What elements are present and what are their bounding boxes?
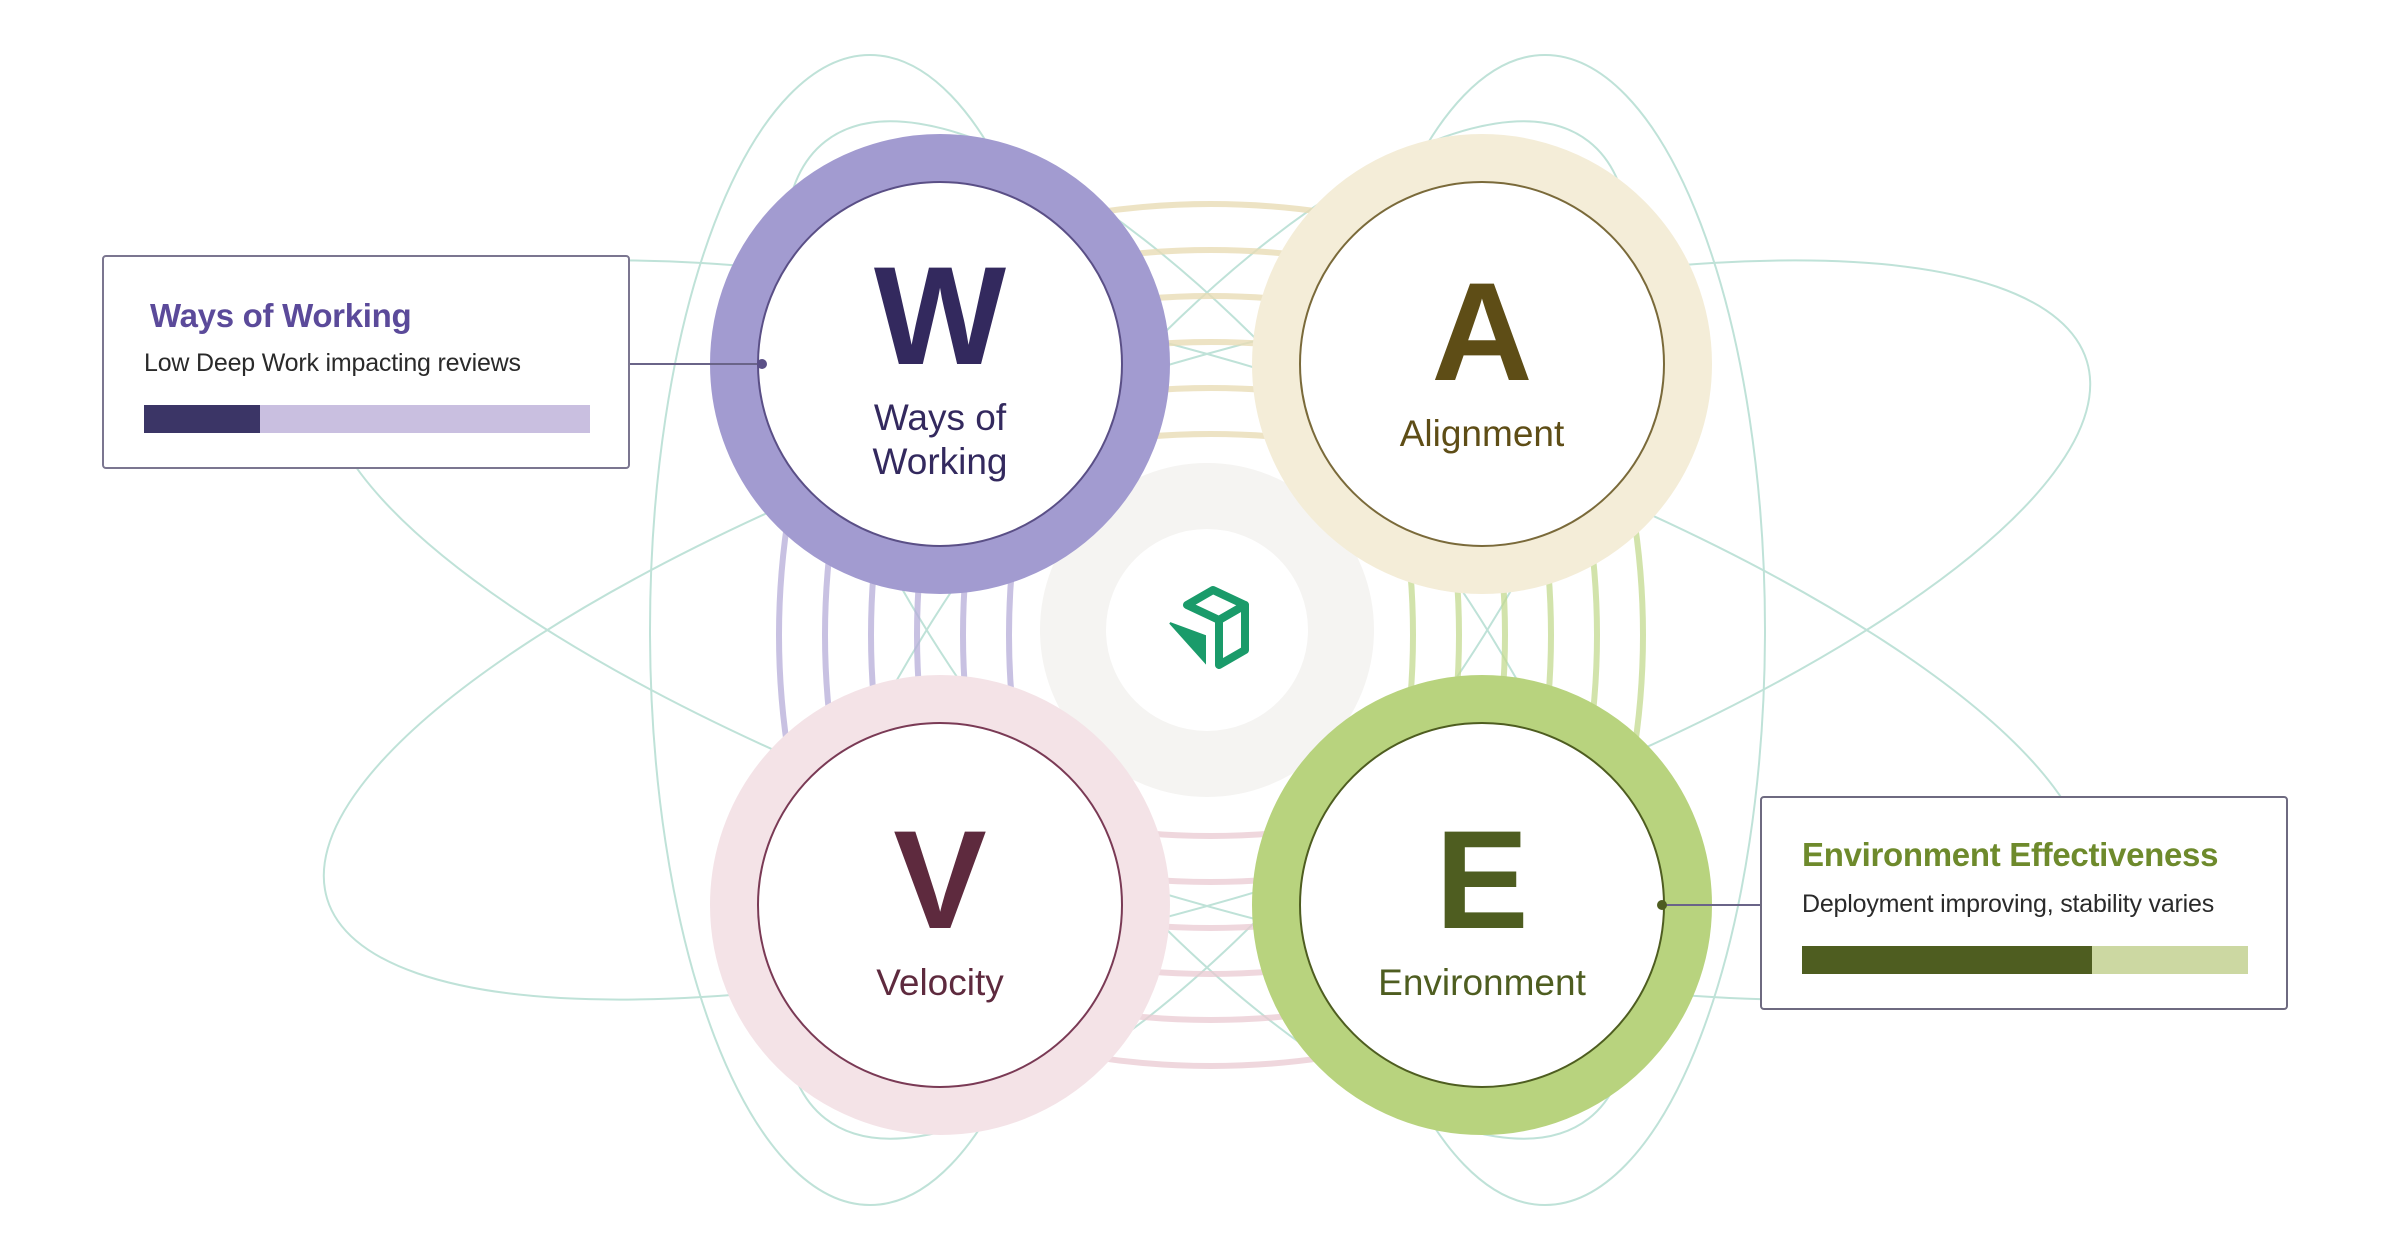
callout-env-progress-fill [1802, 946, 2092, 974]
callout-wow-progress-track [144, 405, 590, 433]
pillar-a-inner [1299, 181, 1665, 547]
pillar-v-inner [757, 722, 1123, 1088]
callout-env-progress-track [1802, 946, 2248, 974]
pillar-a-letter: A [1431, 253, 1532, 410]
pillar-v[interactable]: V Velocity [710, 675, 1170, 1135]
pillar-w-label-2: Working [872, 441, 1007, 482]
pillar-a[interactable]: A Alignment [1252, 134, 1712, 594]
callout-env-title: Environment Effectiveness [1802, 836, 2219, 873]
callout-wow-subtitle: Low Deep Work impacting reviews [144, 349, 521, 377]
connector-env [1657, 900, 1760, 910]
pillar-w-letter: W [874, 237, 1006, 394]
pillar-v-label: Velocity [876, 962, 1004, 1003]
pillar-e-label: Environment [1378, 962, 1586, 1003]
callout-ways-of-working[interactable]: Ways of Working Low Deep Work impacting … [102, 255, 630, 469]
pillar-e-letter: E [1435, 801, 1528, 958]
center-ring [1040, 463, 1374, 797]
callout-wow-progress-fill [144, 405, 260, 433]
pillar-w-label-1: Ways of [874, 397, 1007, 438]
pillar-v-letter: V [893, 801, 986, 958]
pillar-w[interactable]: W Ways of Working [710, 134, 1170, 594]
pillar-e[interactable]: E Environment [1252, 675, 1712, 1135]
cube-logo-icon [1169, 586, 1249, 669]
connector-wow [630, 359, 767, 369]
callout-environment-effectiveness[interactable]: Environment Effectiveness Deployment imp… [1760, 796, 2288, 1010]
pillar-a-label: Alignment [1400, 413, 1565, 454]
callout-wow-title: Ways of Working [150, 297, 412, 334]
callout-env-subtitle: Deployment improving, stability varies [1802, 890, 2215, 918]
